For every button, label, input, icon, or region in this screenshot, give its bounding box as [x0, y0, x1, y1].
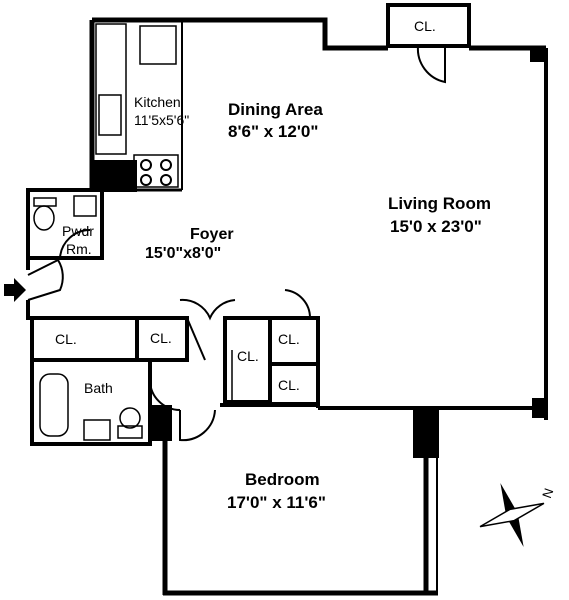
- foyer-dims: 15'0"x8'0": [145, 245, 222, 262]
- top-wall: [92, 17, 388, 51]
- hall-closet-door: [284, 289, 312, 319]
- kitchen-counter: [95, 23, 127, 155]
- foyer-closet-door: [186, 317, 206, 361]
- kitchen-dims: 11'5x5'6": [134, 112, 190, 128]
- kitchen-sink: [98, 94, 122, 136]
- closet-label-foyer-left: CL.: [55, 331, 77, 347]
- bathtub: [39, 373, 69, 437]
- entry-door: [27, 259, 64, 301]
- kitchen-pillar: [92, 160, 137, 192]
- kitchen-name: Kitchen: [134, 94, 181, 110]
- foyer-name: Foyer: [190, 226, 234, 243]
- kitchen-fridge: [139, 25, 177, 65]
- closet-label-living: CL.: [414, 18, 436, 34]
- foyer-closet-mid: [135, 316, 189, 362]
- closet-label-hall-center: CL.: [237, 348, 259, 364]
- hall-double-door: [179, 298, 236, 321]
- closet-label-hall-right-bottom: CL.: [278, 377, 300, 393]
- powder-room-label-2: Rm.: [66, 241, 92, 257]
- bedroom-name: Bedroom: [245, 470, 320, 489]
- bath-door: [149, 379, 181, 411]
- bath-name: Bath: [84, 380, 113, 396]
- bedroom-dims: 17'0" x 11'6": [227, 493, 326, 512]
- dining-area-name: Dining Area: [228, 100, 323, 119]
- bedroom-door: [179, 409, 216, 442]
- bath-sink: [83, 419, 111, 441]
- powder-sink: [73, 195, 97, 217]
- closet-label-foyer-mid: CL.: [150, 330, 172, 346]
- powder-toilet: [33, 205, 55, 231]
- powder-door: [59, 228, 91, 259]
- living-room-dims: 15'0 x 23'0": [390, 217, 482, 236]
- powder-room-label-1: Pwdr: [62, 223, 94, 239]
- living-closet-box: [386, 3, 471, 48]
- entry-arrow-icon: [4, 278, 26, 302]
- foyer-closet-left: [30, 316, 139, 362]
- closet-label-hall-right-top: CL.: [278, 331, 300, 347]
- dining-area-dims: 8'6" x 12'0": [228, 122, 319, 141]
- living-closet-door: [416, 45, 446, 84]
- living-room-name: Living Room: [388, 194, 491, 213]
- kitchen-stove: [133, 154, 179, 188]
- compass-rose-icon: [479, 483, 545, 547]
- bath-toilet: [119, 407, 141, 429]
- bedroom-corner: [150, 405, 172, 441]
- powder-room: [26, 188, 104, 260]
- living-corner-top: [530, 48, 548, 62]
- bath-room: [30, 358, 152, 446]
